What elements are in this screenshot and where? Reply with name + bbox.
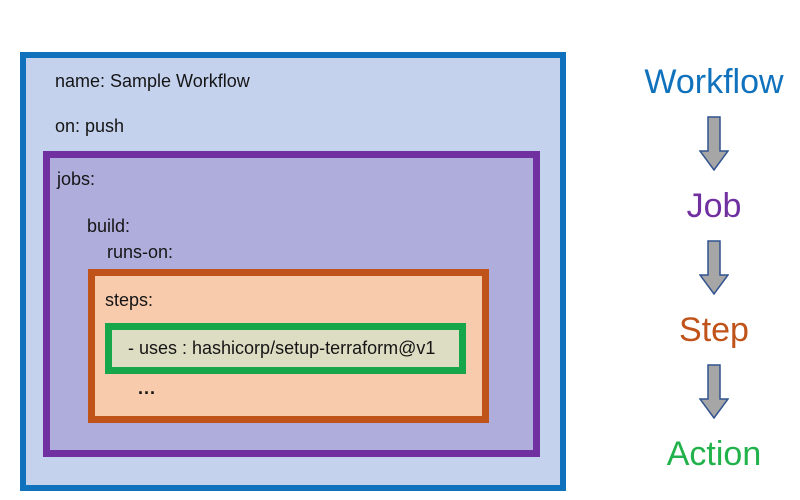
workflow-name-label: name: Sample Workflow bbox=[55, 71, 250, 91]
jobs-label: jobs: bbox=[57, 169, 96, 189]
uses-action-label: - uses : hashicorp/setup-terraform@v1 bbox=[128, 338, 436, 358]
workflow-box: name: Sample Workflow on: push jobs: bui… bbox=[20, 52, 566, 491]
legend-label-workflow: Workflow bbox=[644, 63, 784, 101]
legend-label-job: Job bbox=[686, 187, 742, 225]
more-steps-ellipsis: ... bbox=[138, 378, 157, 398]
steps-box: steps: - uses : hashicorp/setup-terrafor… bbox=[88, 269, 489, 423]
legend-column: Workflow Job Step Action bbox=[622, 60, 800, 476]
legend-label-step: Step bbox=[679, 311, 749, 349]
down-arrow-icon bbox=[699, 364, 729, 420]
build-label: build: bbox=[87, 216, 131, 236]
legend-label-action: Action bbox=[666, 435, 762, 473]
down-arrow-icon bbox=[699, 240, 729, 296]
runs-on-label: runs-on: bbox=[107, 242, 174, 262]
down-arrow-icon bbox=[699, 116, 729, 172]
steps-label: steps: bbox=[105, 290, 154, 310]
action-box: - uses : hashicorp/setup-terraform@v1 bbox=[105, 323, 466, 374]
workflow-trigger-label: on: push bbox=[55, 116, 125, 136]
jobs-box: jobs: build: runs-on: steps: - uses : ha… bbox=[43, 151, 540, 457]
